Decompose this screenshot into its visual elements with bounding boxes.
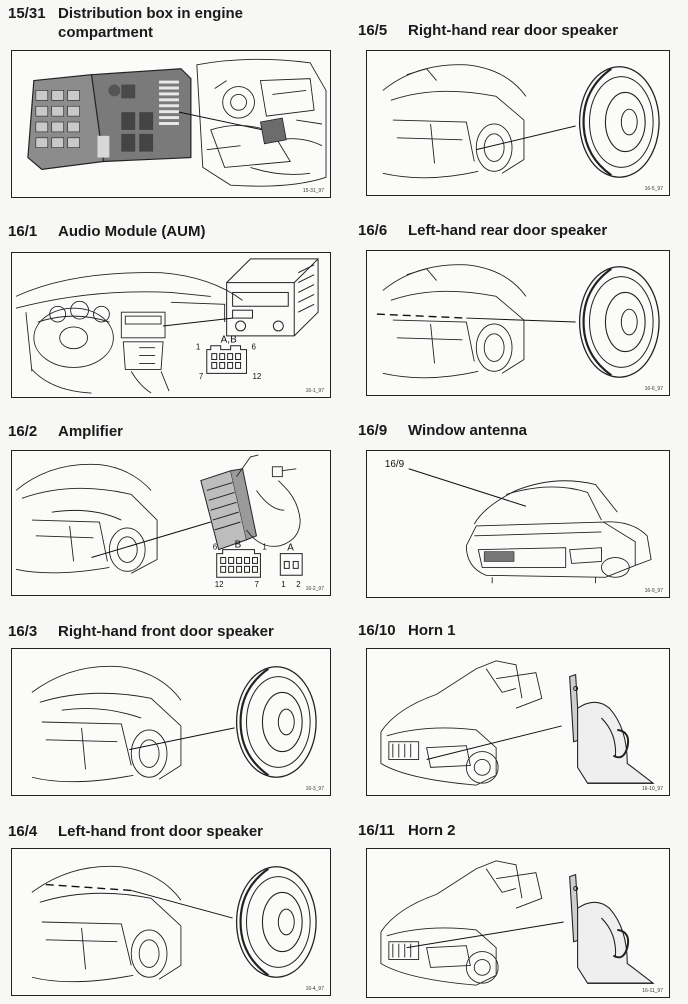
item-title-line: Distribution box in engine — [58, 5, 243, 22]
connector-label: A,B — [221, 335, 237, 346]
illustration-lh-front-speaker: 16-4_97 — [11, 848, 331, 996]
item-16-10: 16/10 Horn 1 — [358, 621, 678, 801]
connector-pin-label: 12 — [215, 580, 224, 589]
item-number: 16/6 — [358, 222, 388, 239]
item-title: Distribution box in engine compartment — [58, 4, 243, 42]
amplifier-drawing: B 6 1 12 7 A 1 2 — [15, 454, 303, 589]
item-15-31: 15/31 Distribution box in engine compart… — [8, 4, 338, 199]
item-number: 15/31 — [8, 5, 46, 22]
item-16-6: 16/6 Left-hand rear door speaker — [358, 221, 678, 399]
speaker-icon — [235, 866, 317, 978]
horn-1-drawing — [380, 660, 655, 786]
item-16-4: 16/4 Left-hand front door speaker 1 — [8, 822, 338, 1002]
item-16-2: 16/2 Amplifier — [8, 422, 338, 600]
speaker-icon — [578, 266, 660, 378]
item-number: 16/2 — [8, 423, 38, 440]
illustration-lh-rear-speaker: 16-6_97 — [366, 250, 670, 396]
figure-code: 15-31_97 — [302, 188, 324, 194]
item-title: Horn 1 — [408, 622, 456, 639]
item-16-1: 16/1 Audio Module (AUM) — [8, 222, 338, 400]
item-title: Horn 2 — [408, 822, 456, 839]
illustration-amplifier: B 6 1 12 7 A 1 2 16-2_97 — [11, 450, 331, 596]
horn-icon — [569, 673, 655, 784]
figure-code: 16-5_97 — [644, 186, 663, 192]
item-title: Amplifier — [58, 423, 124, 440]
rh-rear-speaker-drawing — [382, 64, 660, 179]
speaker-icon — [235, 666, 317, 778]
lh-front-speaker-drawing — [31, 865, 317, 983]
horn-icon — [569, 873, 655, 984]
connector-pin-label: 7 — [199, 372, 203, 381]
item-16-3: 16/3 Right-hand front door speaker — [8, 622, 338, 800]
lh-rear-speaker-drawing — [376, 264, 660, 379]
horn-2-drawing — [380, 860, 655, 986]
figure-code: 16-11_97 — [642, 988, 663, 994]
item-title: Right-hand rear door speaker — [408, 22, 619, 39]
illustration-window-antenna: 16/9 16-9_97 — [366, 450, 670, 598]
illustration-horn-2: 16-11_97 — [366, 848, 670, 998]
connector-label: A — [287, 543, 294, 554]
item-16-11: 16/11 Horn 2 — [358, 821, 678, 1002]
connector-pin-label: 7 — [254, 580, 258, 589]
item-16-9: 16/9 Window antenna 16/9 16-9_97 — [358, 421, 678, 601]
item-number: 16/1 — [8, 223, 38, 240]
distribution-box-drawing — [27, 58, 327, 187]
item-title: Left-hand front door speaker — [58, 823, 264, 840]
figure-code: 16-3_97 — [305, 786, 324, 792]
audio-module-drawing: A,B 1 6 7 12 — [15, 258, 319, 394]
item-number: 16/5 — [358, 22, 388, 39]
figure-code: 16-9_97 — [644, 588, 663, 594]
figure-code: 16-4_97 — [305, 986, 324, 992]
illustration-distribution-box: 15-31_97 — [11, 50, 331, 198]
item-number: 16/4 — [8, 823, 38, 840]
speaker-icon — [578, 66, 660, 178]
connector-label: B — [235, 540, 242, 551]
item-number: 16/11 — [358, 822, 395, 839]
item-number: 16/10 — [358, 622, 396, 639]
connector-pin-label: 1 — [262, 543, 267, 552]
connector-pin-label: 1 — [281, 580, 286, 589]
item-title-line: compartment — [58, 24, 154, 41]
connector-pin-label: 12 — [252, 372, 261, 381]
item-title: Window antenna — [408, 422, 528, 439]
figure-code: 16-2_97 — [305, 586, 324, 592]
connector-pin-label: 6 — [251, 343, 256, 352]
rh-front-speaker-drawing — [31, 665, 317, 783]
item-title: Right-hand front door speaker — [58, 623, 274, 640]
item-number: 16/3 — [8, 623, 38, 640]
figure-code: 16-6_97 — [644, 386, 663, 392]
illustration-audio-module: A,B 1 6 7 12 16-1_97 — [11, 252, 331, 398]
figure-code: 16-10_97 — [641, 786, 663, 792]
callout-label: 16/9 — [385, 459, 405, 470]
illustration-horn-1: 16-10_97 — [366, 648, 670, 796]
connector-pin-label: 6 — [213, 543, 218, 552]
illustration-rh-rear-speaker: 16-5_97 — [366, 50, 670, 196]
item-number: 16/9 — [358, 422, 388, 439]
item-title: Left-hand rear door speaker — [408, 222, 608, 239]
item-16-5: 16/5 Right-hand rear door speaker — [358, 21, 678, 199]
figure-code: 16-1_97 — [305, 388, 324, 394]
window-antenna-drawing: 16/9 — [385, 459, 652, 584]
item-title: Audio Module (AUM) — [58, 223, 206, 240]
connector-pin-label: 2 — [296, 580, 300, 589]
illustration-rh-front-speaker: 16-3_97 — [11, 648, 331, 796]
connector-pin-label: 1 — [196, 343, 201, 352]
